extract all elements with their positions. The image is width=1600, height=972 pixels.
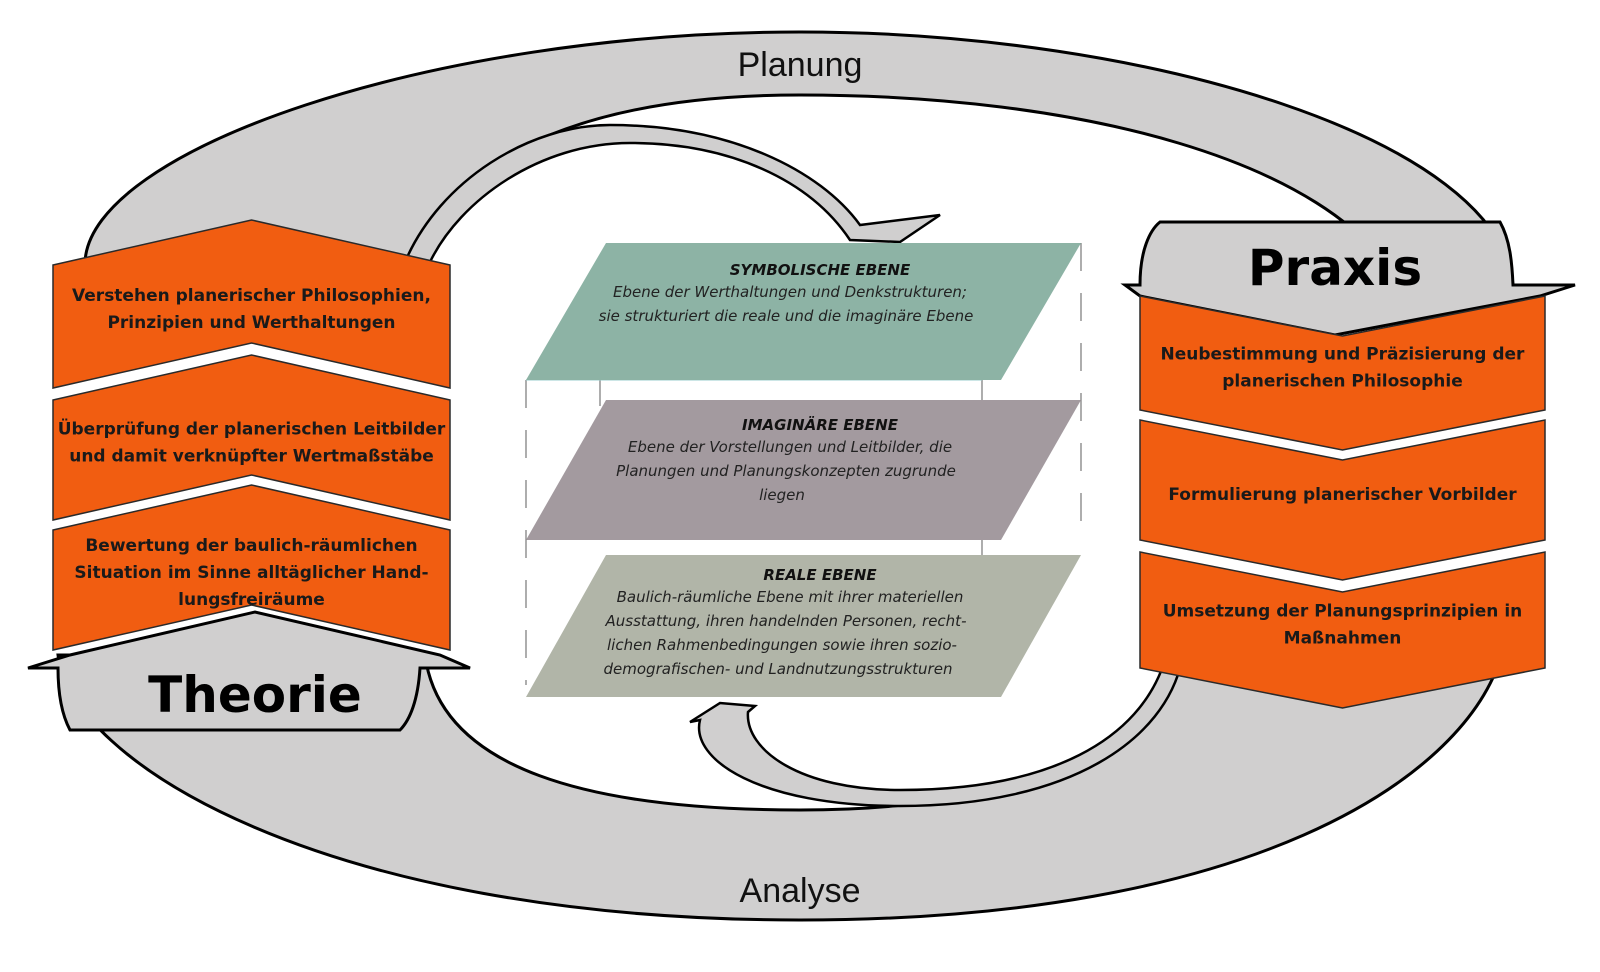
- planung-label: Planung: [738, 46, 863, 84]
- chevron-shape: [1139, 419, 1546, 581]
- planning-layers: SYMBOLISCHE EBENE Ebene der Werthaltungen…: [526, 243, 1081, 697]
- layer-2: IMAGINÄRE EBENE Ebene der Vorstellungen u…: [526, 400, 1081, 540]
- praxis-head: [1120, 220, 1576, 337]
- step-text-line: Bewertung der baulich-räumlichen: [85, 536, 417, 556]
- step-text-line: lungsfreiräume: [178, 590, 325, 610]
- layer-text-line: Ebene der Werthaltungen und Denkstruktur…: [613, 283, 967, 301]
- step-text-line: Umsetzung der Planungsprinzipien in: [1163, 602, 1523, 622]
- praxis-step-3: Umsetzung der Planungsprinzipien in Maßna…: [1139, 551, 1546, 709]
- step-text-line: Überprüfung der planerischen Leitbilder: [58, 418, 446, 440]
- layer-plane: [526, 243, 1081, 380]
- step-text-line: Maßnahmen: [1284, 629, 1402, 649]
- layer-text-line: Planungen und Planungskonzepten zugrunde: [616, 462, 956, 480]
- step-text-line: Prinzipien und Werthaltungen: [107, 313, 395, 333]
- layer-title: IMAGINÄRE EBENE: [742, 415, 899, 434]
- layer-title: REALE EBENE: [763, 566, 877, 584]
- chevron-shape: [52, 354, 451, 521]
- step-text-line: planerischen Philosophie: [1222, 372, 1462, 392]
- chevron-shape: [1139, 295, 1546, 451]
- inner-arrow-bottom: [689, 658, 1184, 808]
- layer-text-line: sie strukturiert die reale und die imagi…: [599, 307, 974, 325]
- praxis-label: Praxis: [1248, 239, 1422, 297]
- theorie-step-3: Bewertung der baulich-räumlichenSituatio…: [52, 484, 451, 651]
- layer-text-line: Ausstattung, ihren handelnden Personen, …: [605, 612, 967, 630]
- layer-text-line: demografischen- und Landnutzungsstruktur…: [604, 660, 953, 678]
- theorie-step-2: Überprüfung der planerischen Leitbilder u…: [52, 354, 451, 521]
- praxis-column: Neubestimmung und Präzisierung der planer…: [1139, 295, 1546, 709]
- layer-text-line: liegen: [759, 486, 805, 504]
- layer-text-line: lichen Rahmenbedingungen sowie ihren soz…: [607, 636, 957, 654]
- layer-plane: [526, 400, 1081, 540]
- layer-text-line: Ebene der Vorstellungen und Leitbilder, …: [628, 438, 952, 456]
- chevron-shape: [1139, 551, 1546, 709]
- chevron-shape: [52, 219, 451, 389]
- step-text-line: und damit verknüpfter Wertmaßstäbe: [69, 447, 434, 467]
- theorie-base: [27, 610, 471, 732]
- step-text-line: Situation im Sinne alltäglicher Hand-: [74, 563, 428, 583]
- layer-3: REALE EBENE Baulich-räumliche Ebene mit i…: [526, 555, 1081, 697]
- step-text-line: Formulierung planerischer Vorbilder: [1168, 485, 1517, 505]
- layer-text-line: Baulich-räumliche Ebene mit ihrer materi…: [617, 588, 964, 606]
- step-text-line: Verstehen planerischer Philosophien,: [72, 286, 431, 306]
- layer-plane: [526, 555, 1081, 697]
- analyse-label: Analyse: [740, 872, 861, 910]
- inner-arrow-top: [403, 123, 941, 264]
- layer-1: SYMBOLISCHE EBENE Ebene der Werthaltungen…: [526, 243, 1081, 380]
- step-text-line: Neubestimmung und Präzisierung der: [1161, 345, 1526, 365]
- theorie-step-1: Verstehen planerischer Philosophien, Prin…: [52, 219, 451, 389]
- praxis-step-1: Neubestimmung und Präzisierung der planer…: [1139, 295, 1546, 451]
- theorie-label: Theorie: [148, 666, 362, 724]
- chevron-shape: [52, 484, 451, 651]
- theorie-column: Verstehen planerischer Philosophien, Prin…: [52, 219, 451, 651]
- praxis-step-2: Formulierung planerischer Vorbilder: [1139, 419, 1546, 581]
- layer-title: SYMBOLISCHE EBENE: [730, 261, 911, 279]
